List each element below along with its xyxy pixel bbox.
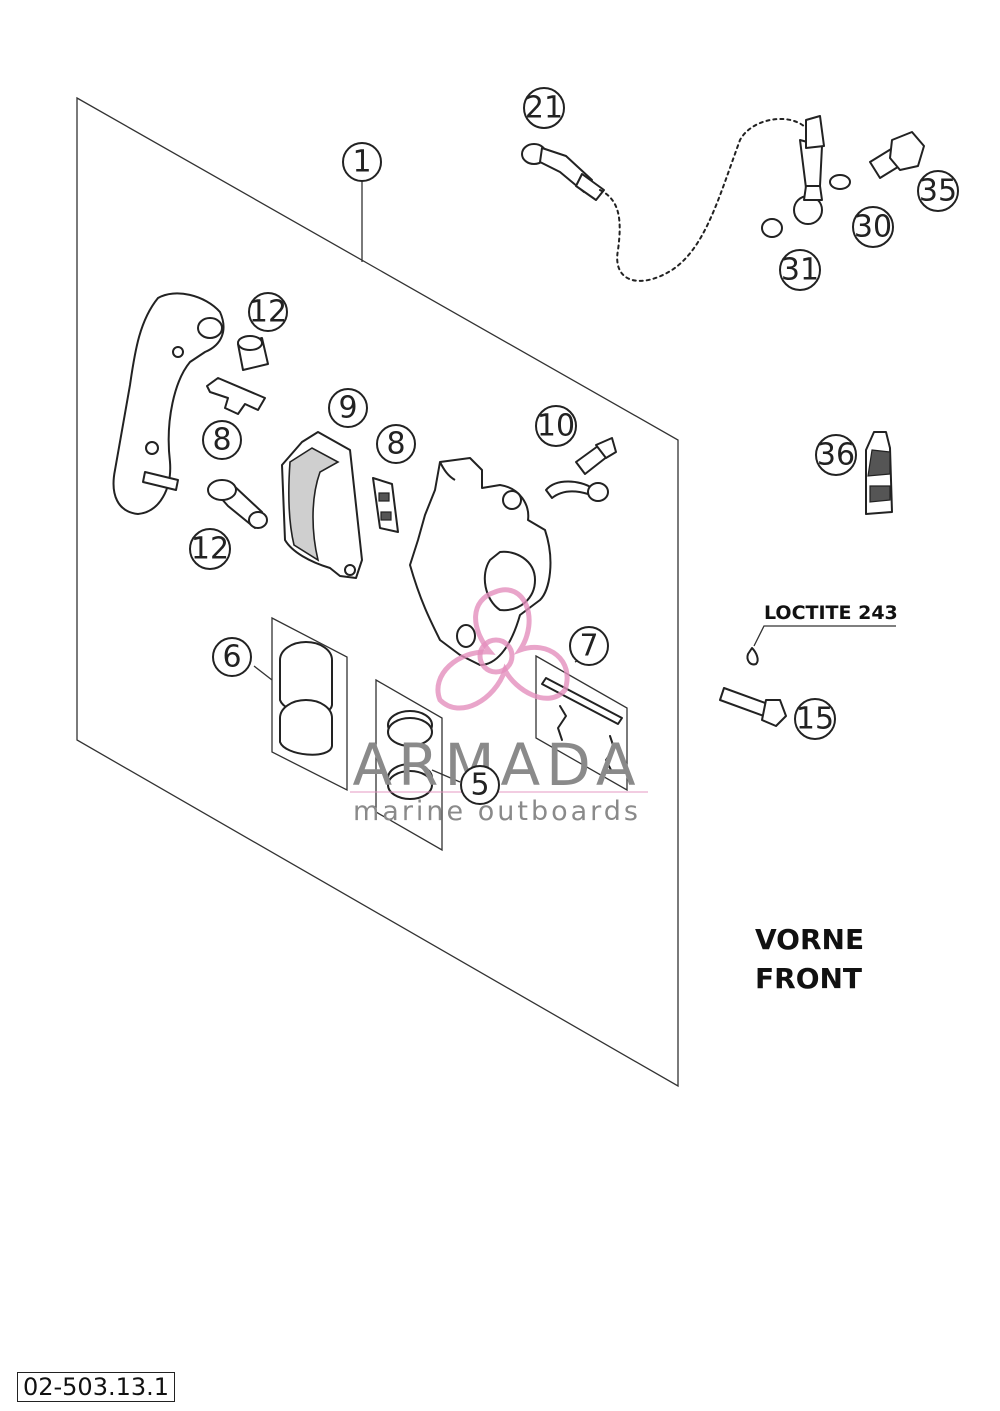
- bleed-screw-part: [545, 437, 617, 502]
- svg-text:1: 1: [352, 145, 371, 180]
- svg-text:35: 35: [919, 174, 957, 209]
- svg-text:10: 10: [537, 409, 575, 444]
- watermark-tagline: marine outboards: [353, 796, 641, 827]
- svg-text:6: 6: [222, 640, 241, 675]
- banjo-bolt-part: [869, 131, 925, 179]
- callout-6: 6: [212, 637, 252, 677]
- svg-text:31: 31: [781, 253, 819, 288]
- callout-1: 1: [342, 142, 382, 182]
- callout-35: 35: [917, 170, 959, 212]
- washer-part: [761, 218, 783, 238]
- callout-31: 31: [779, 249, 821, 291]
- brake-hose-part: [521, 115, 825, 282]
- loctite-bottle-part: [865, 431, 893, 515]
- svg-text:36: 36: [817, 438, 855, 473]
- svg-text:30: 30: [854, 210, 892, 245]
- svg-text:8: 8: [386, 427, 405, 462]
- svg-text:9: 9: [338, 391, 357, 426]
- svg-text:7: 7: [579, 629, 598, 664]
- bushing-part: [237, 335, 269, 371]
- spring-plate-part: [206, 377, 266, 415]
- pad-spring-part: [372, 477, 399, 533]
- callout-7: 7: [569, 626, 609, 666]
- svg-text:5: 5: [470, 768, 489, 803]
- svg-text:12: 12: [249, 295, 287, 330]
- callout-10: 10: [535, 405, 577, 447]
- callout-12: 12: [248, 292, 288, 332]
- callout-8: 8: [202, 420, 242, 460]
- callout-12-lower: 12: [189, 528, 231, 570]
- piston-set-part: [253, 616, 348, 792]
- svg-text:21: 21: [525, 91, 563, 126]
- diagram-reference-number: 02-503.13.1: [17, 1372, 175, 1402]
- brake-pad-part: [281, 431, 363, 579]
- loctite-label: LOCTITE 243: [764, 602, 898, 624]
- screw-part: [719, 625, 896, 727]
- callout-36: 36: [815, 434, 857, 476]
- callout-21: 21: [523, 87, 565, 129]
- svg-text:15: 15: [796, 702, 834, 737]
- callout-15: 15: [794, 698, 836, 740]
- svg-text:8: 8: [212, 423, 231, 458]
- caliper-bracket-part: [112, 292, 225, 515]
- callout-9: 9: [328, 388, 368, 428]
- guide-pin-part: [207, 479, 268, 529]
- washer-part: [829, 174, 851, 190]
- callout-30: 30: [852, 206, 894, 248]
- callout-8-right: 8: [376, 424, 416, 464]
- front-label-en: FRONT: [755, 962, 862, 995]
- front-label-de: VORNE: [755, 923, 864, 956]
- callout-5: 5: [460, 765, 500, 805]
- svg-text:12: 12: [191, 532, 229, 567]
- assembly-outline: [76, 96, 679, 1088]
